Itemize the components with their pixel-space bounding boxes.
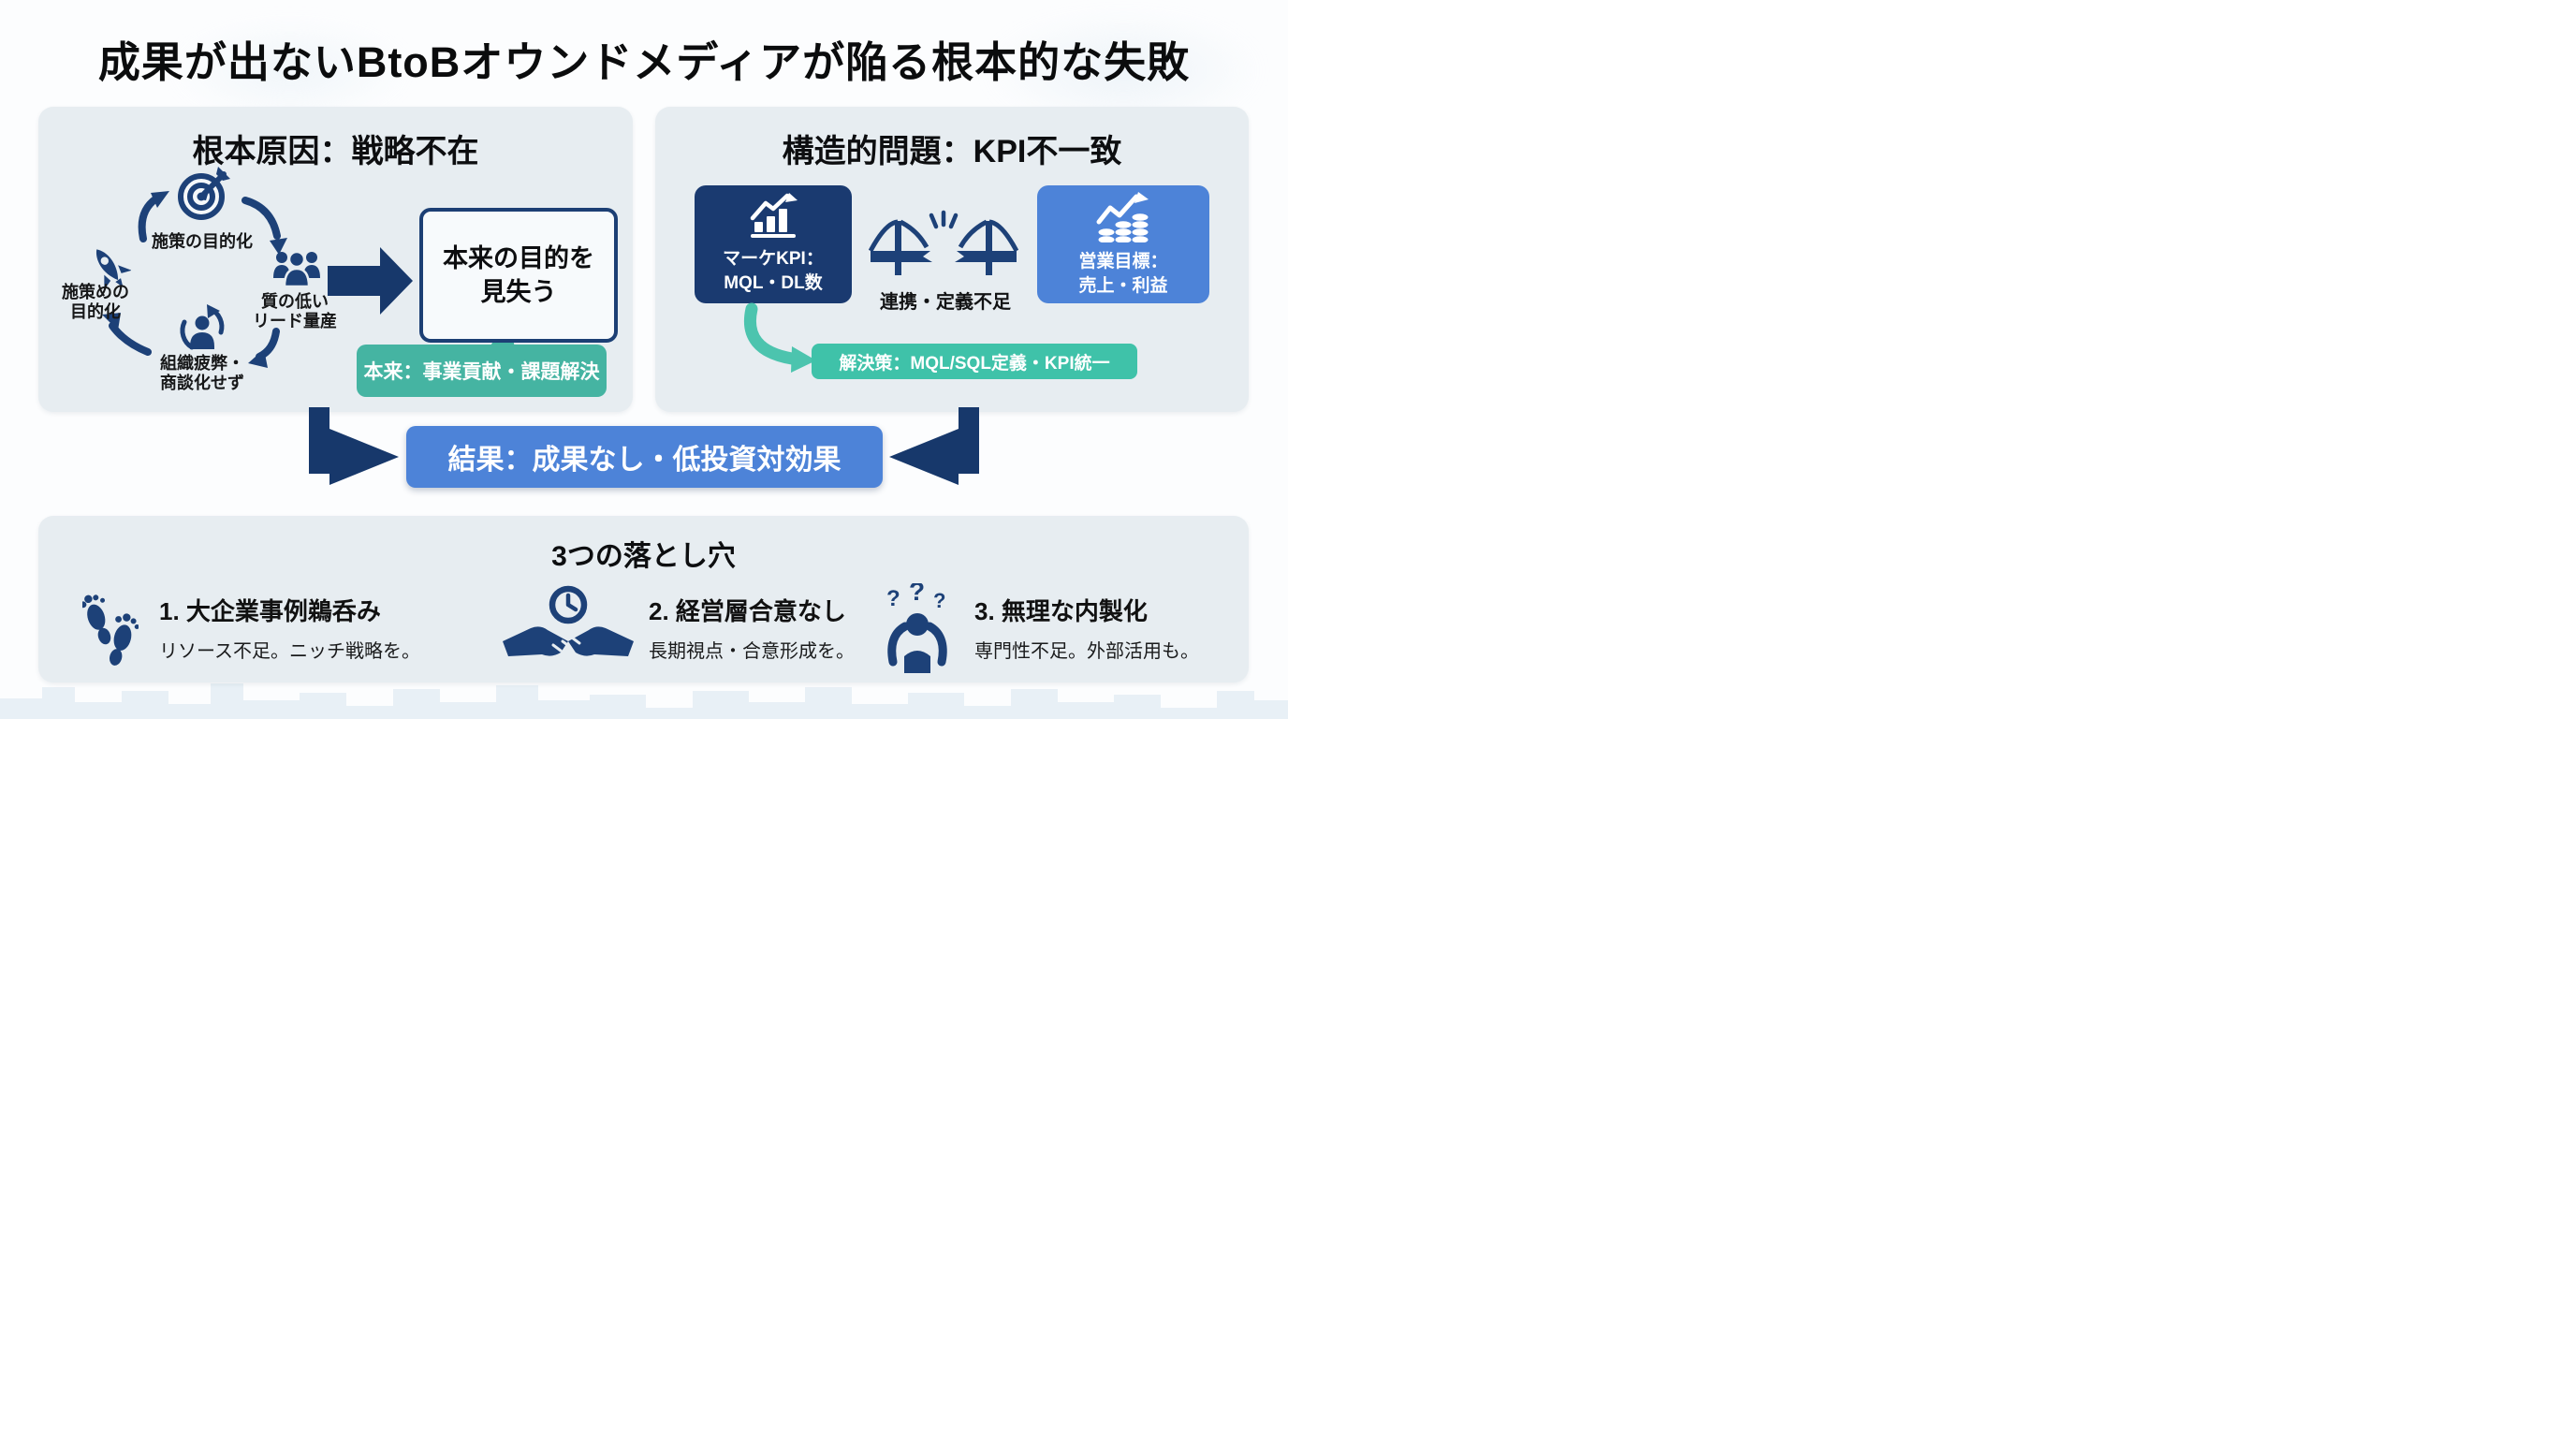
- marketing-kpi-label: マーケKPI： MQL・DL数: [723, 249, 824, 293]
- broken-bridge-icon: [869, 210, 1018, 275]
- person-cycle-icon: [180, 304, 225, 350]
- pitfall-2-title: 2. 経営層合意なし: [649, 597, 846, 625]
- root-cause-panel: 根本原因：戦略不在: [38, 107, 633, 412]
- target-icon: [178, 167, 230, 220]
- people-icon: [273, 250, 320, 288]
- kpi-mismatch-panel: 構造的問題：KPI不一致 マーケKPI： MQL・DL数: [655, 107, 1249, 412]
- page-title: 成果が出ないBtoBオウンドメディアが陥る根本的な失敗: [97, 38, 1191, 86]
- infographic-page: 成果が出ないBtoBオウンドメディアが陥る根本的な失敗 根本原因：戦略不在: [0, 0, 1288, 719]
- cycle-label-bottom: 組織疲弊・ 商談化せず: [160, 354, 244, 393]
- left-elbow-arrow: [309, 407, 399, 485]
- rocket-icon: [95, 249, 131, 290]
- outcome-box: 本来の目的を 見失う: [419, 208, 618, 343]
- pitfalls-panel: 3つの落とし穴 1. 大企業事例鵜呑み リソース不足。ニッチ戦略を。: [38, 516, 1249, 682]
- pitfall-1-title: 1. 大企業事例鵜呑み: [159, 597, 381, 625]
- cycle-label-left: 施策めの 目的化: [62, 283, 129, 322]
- sales-goal-box: 営業目標： 売上・利益: [1037, 185, 1209, 303]
- result-banner: 結果：成果なし・低投資対効果: [406, 426, 883, 488]
- svg-text:?: ?: [933, 589, 945, 612]
- pitfall-2-desc: 長期視点・合意形成を。: [649, 641, 855, 662]
- cycle-label-top: 施策の目的化: [152, 232, 253, 251]
- arrow-right: [328, 247, 413, 315]
- sales-goal-label: 営業目標： 売上・利益: [1078, 252, 1168, 296]
- right-elbow-arrow: [889, 407, 979, 485]
- solution-pill: 解決策：MQL/SQL定義・KPI統一: [812, 344, 1137, 379]
- marketing-kpi-box: マーケKPI： MQL・DL数: [695, 185, 852, 303]
- pitfalls-heading: 3つの落とし穴: [551, 541, 736, 572]
- footprints-icon: [82, 594, 139, 666]
- original-purpose-callout: 本来：事業貢献・課題解決: [357, 345, 607, 397]
- pitfall-3-title: 3. 無理な内製化: [974, 597, 1148, 625]
- svg-text:?: ?: [886, 586, 900, 611]
- confused-person-icon: ? ? ?: [886, 583, 947, 673]
- svg-text:?: ?: [909, 583, 925, 606]
- handshake-clock-icon: [503, 585, 634, 656]
- pitfall-3-desc: 専門性不足。外部活用も。: [974, 641, 1199, 662]
- coins-growth-icon: [1096, 192, 1149, 243]
- kpi-heading: 構造的問題：KPI不一致: [782, 134, 1122, 169]
- cycle-label-right: 質の低い リード量産: [253, 292, 337, 331]
- pitfall-1-desc: リソース不足。ニッチ戦略を。: [159, 641, 420, 662]
- bar-chart-icon: [750, 193, 798, 239]
- root-cause-heading: 根本原因：戦略不在: [192, 134, 479, 169]
- gap-label: 連携・定義不足: [880, 292, 1011, 313]
